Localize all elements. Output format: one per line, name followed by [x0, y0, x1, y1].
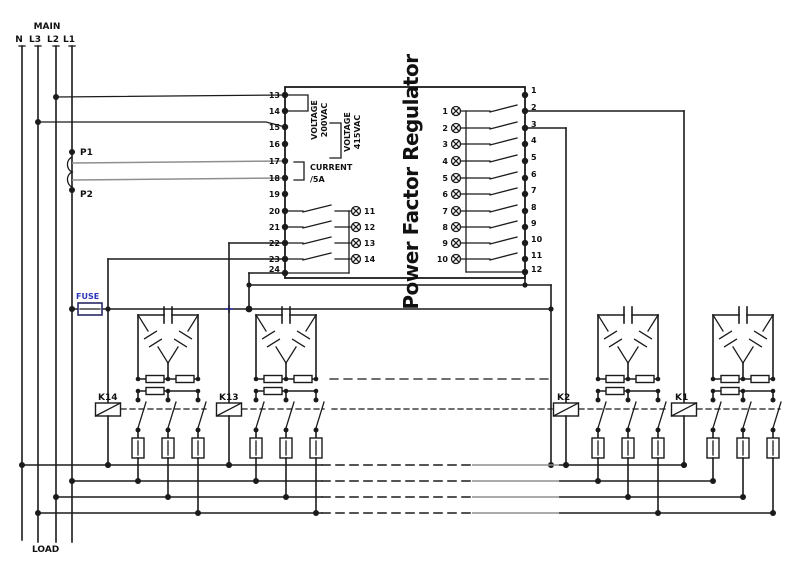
- relay-terminal-7: 7: [442, 207, 448, 216]
- left-pin-14: 14: [269, 107, 281, 116]
- phase-l2-bus: [53, 494, 744, 500]
- contactor-k1-label: K1: [675, 393, 688, 403]
- capacitor-bank-k14: [131, 306, 207, 517]
- right-output-wires: [524, 110, 685, 404]
- voltage1-line1: VOLTAGE: [310, 100, 319, 140]
- contactor-coil-k13: [215, 402, 243, 469]
- current-line2: /5A: [310, 175, 325, 184]
- contactor-k13-label: K13: [219, 393, 239, 403]
- left-pin-23: 23: [269, 255, 280, 264]
- power-factor-regulator: Power Factor Regulator 13 14 15 16 17 18…: [269, 54, 543, 310]
- capacitor-bank-k13: [249, 306, 325, 517]
- right-pin-3: 3: [531, 120, 537, 129]
- phase-l2-label: L2: [47, 35, 59, 45]
- right-pin-7: 7: [531, 186, 537, 195]
- contactor-coil-k2: [552, 402, 580, 469]
- relay-terminal-10: 10: [437, 255, 449, 264]
- right-pin-6: 6: [531, 170, 537, 179]
- relay-terminal-3: 3: [442, 140, 448, 149]
- right-pin-12: 12: [531, 265, 542, 274]
- aux-terminal-13: 13: [364, 239, 375, 248]
- ct-p2-label: P2: [80, 190, 93, 200]
- fuse-label: FUSE: [76, 292, 99, 301]
- voltage2-line2: 415VAC: [353, 115, 362, 150]
- left-pin-19: 19: [269, 190, 281, 199]
- load-label: LOAD: [32, 545, 59, 555]
- voltage-200vac-input: VOLTAGE 200VAC: [284, 94, 329, 140]
- current-transformer: [66, 149, 286, 193]
- left-pin-13: 13: [269, 91, 280, 100]
- right-pin-10: 10: [531, 235, 543, 244]
- contactor-linkage-lines: [120, 378, 781, 410]
- regulator-common-wires: [246, 272, 554, 468]
- relay-terminal-6: 6: [442, 190, 448, 199]
- phase-l3-bus: [35, 510, 773, 516]
- voltage-sense-wires: [35, 94, 286, 128]
- capacitor-bank-k2: [591, 306, 667, 517]
- regulator-right-pins: [521, 91, 529, 276]
- right-pin-9: 9: [531, 219, 537, 228]
- current-line1: CURRENT: [310, 163, 353, 172]
- neutral-return-bus: [19, 462, 687, 468]
- current-input: CURRENT /5A: [293, 161, 353, 184]
- main-feeder-lines: [18, 45, 76, 543]
- aux-terminal-14: 14: [364, 255, 376, 264]
- contactor-k14-label: K14: [98, 393, 118, 403]
- left-pin-22: 22: [269, 239, 280, 248]
- relay-terminal-4: 4: [442, 157, 448, 166]
- voltage-415vac-input: VOLTAGE 415VAC: [329, 112, 362, 159]
- right-pin-4: 4: [531, 136, 537, 145]
- regulator-title: Power Factor Regulator: [399, 54, 423, 310]
- relay-terminal-9: 9: [442, 239, 448, 248]
- right-pin-1: 1: [531, 86, 537, 95]
- output-relay-contacts: 1 2 3 4 5 6 7 8 9 10: [437, 104, 526, 273]
- ct-p1-label: P1: [80, 148, 93, 158]
- right-pin-11: 11: [531, 251, 543, 260]
- left-pin-15: 15: [269, 123, 281, 132]
- left-pin-16: 16: [269, 140, 281, 149]
- left-pin-21: 21: [269, 223, 281, 232]
- aux-relay-contacts: 11 12 13 14: [284, 204, 376, 274]
- left-pin-24: 24: [269, 265, 281, 274]
- right-pin-2: 2: [531, 103, 537, 112]
- relay-terminal-2: 2: [442, 124, 448, 133]
- right-pin-8: 8: [531, 203, 537, 212]
- contactor-coil-k14: [94, 402, 122, 469]
- aux-terminal-11: 11: [364, 207, 376, 216]
- left-output-wires: [107, 242, 286, 404]
- main-label: MAIN: [34, 22, 61, 32]
- capacitor-bank-k1: [706, 306, 782, 517]
- phase-l1-label: L1: [63, 35, 75, 45]
- relay-terminal-5: 5: [442, 174, 448, 183]
- relay-terminal-1: 1: [442, 107, 448, 116]
- control-fuse-line: [69, 302, 554, 316]
- left-pin-20: 20: [269, 207, 281, 216]
- right-pin-5: 5: [531, 153, 537, 162]
- phase-n-label: N: [15, 35, 23, 45]
- relay-terminal-8: 8: [442, 223, 448, 232]
- phase-l1-bus: [69, 478, 714, 484]
- aux-terminal-12: 12: [364, 223, 375, 232]
- left-pin-18: 18: [269, 174, 281, 183]
- phase-l3-label: L3: [29, 35, 41, 45]
- left-pin-17: 17: [269, 157, 280, 166]
- contactor-coil-k1: [670, 402, 698, 469]
- contactor-k2-label: K2: [557, 393, 570, 403]
- voltage2-line1: VOLTAGE: [343, 112, 352, 152]
- voltage1-line2: 200VAC: [320, 103, 329, 138]
